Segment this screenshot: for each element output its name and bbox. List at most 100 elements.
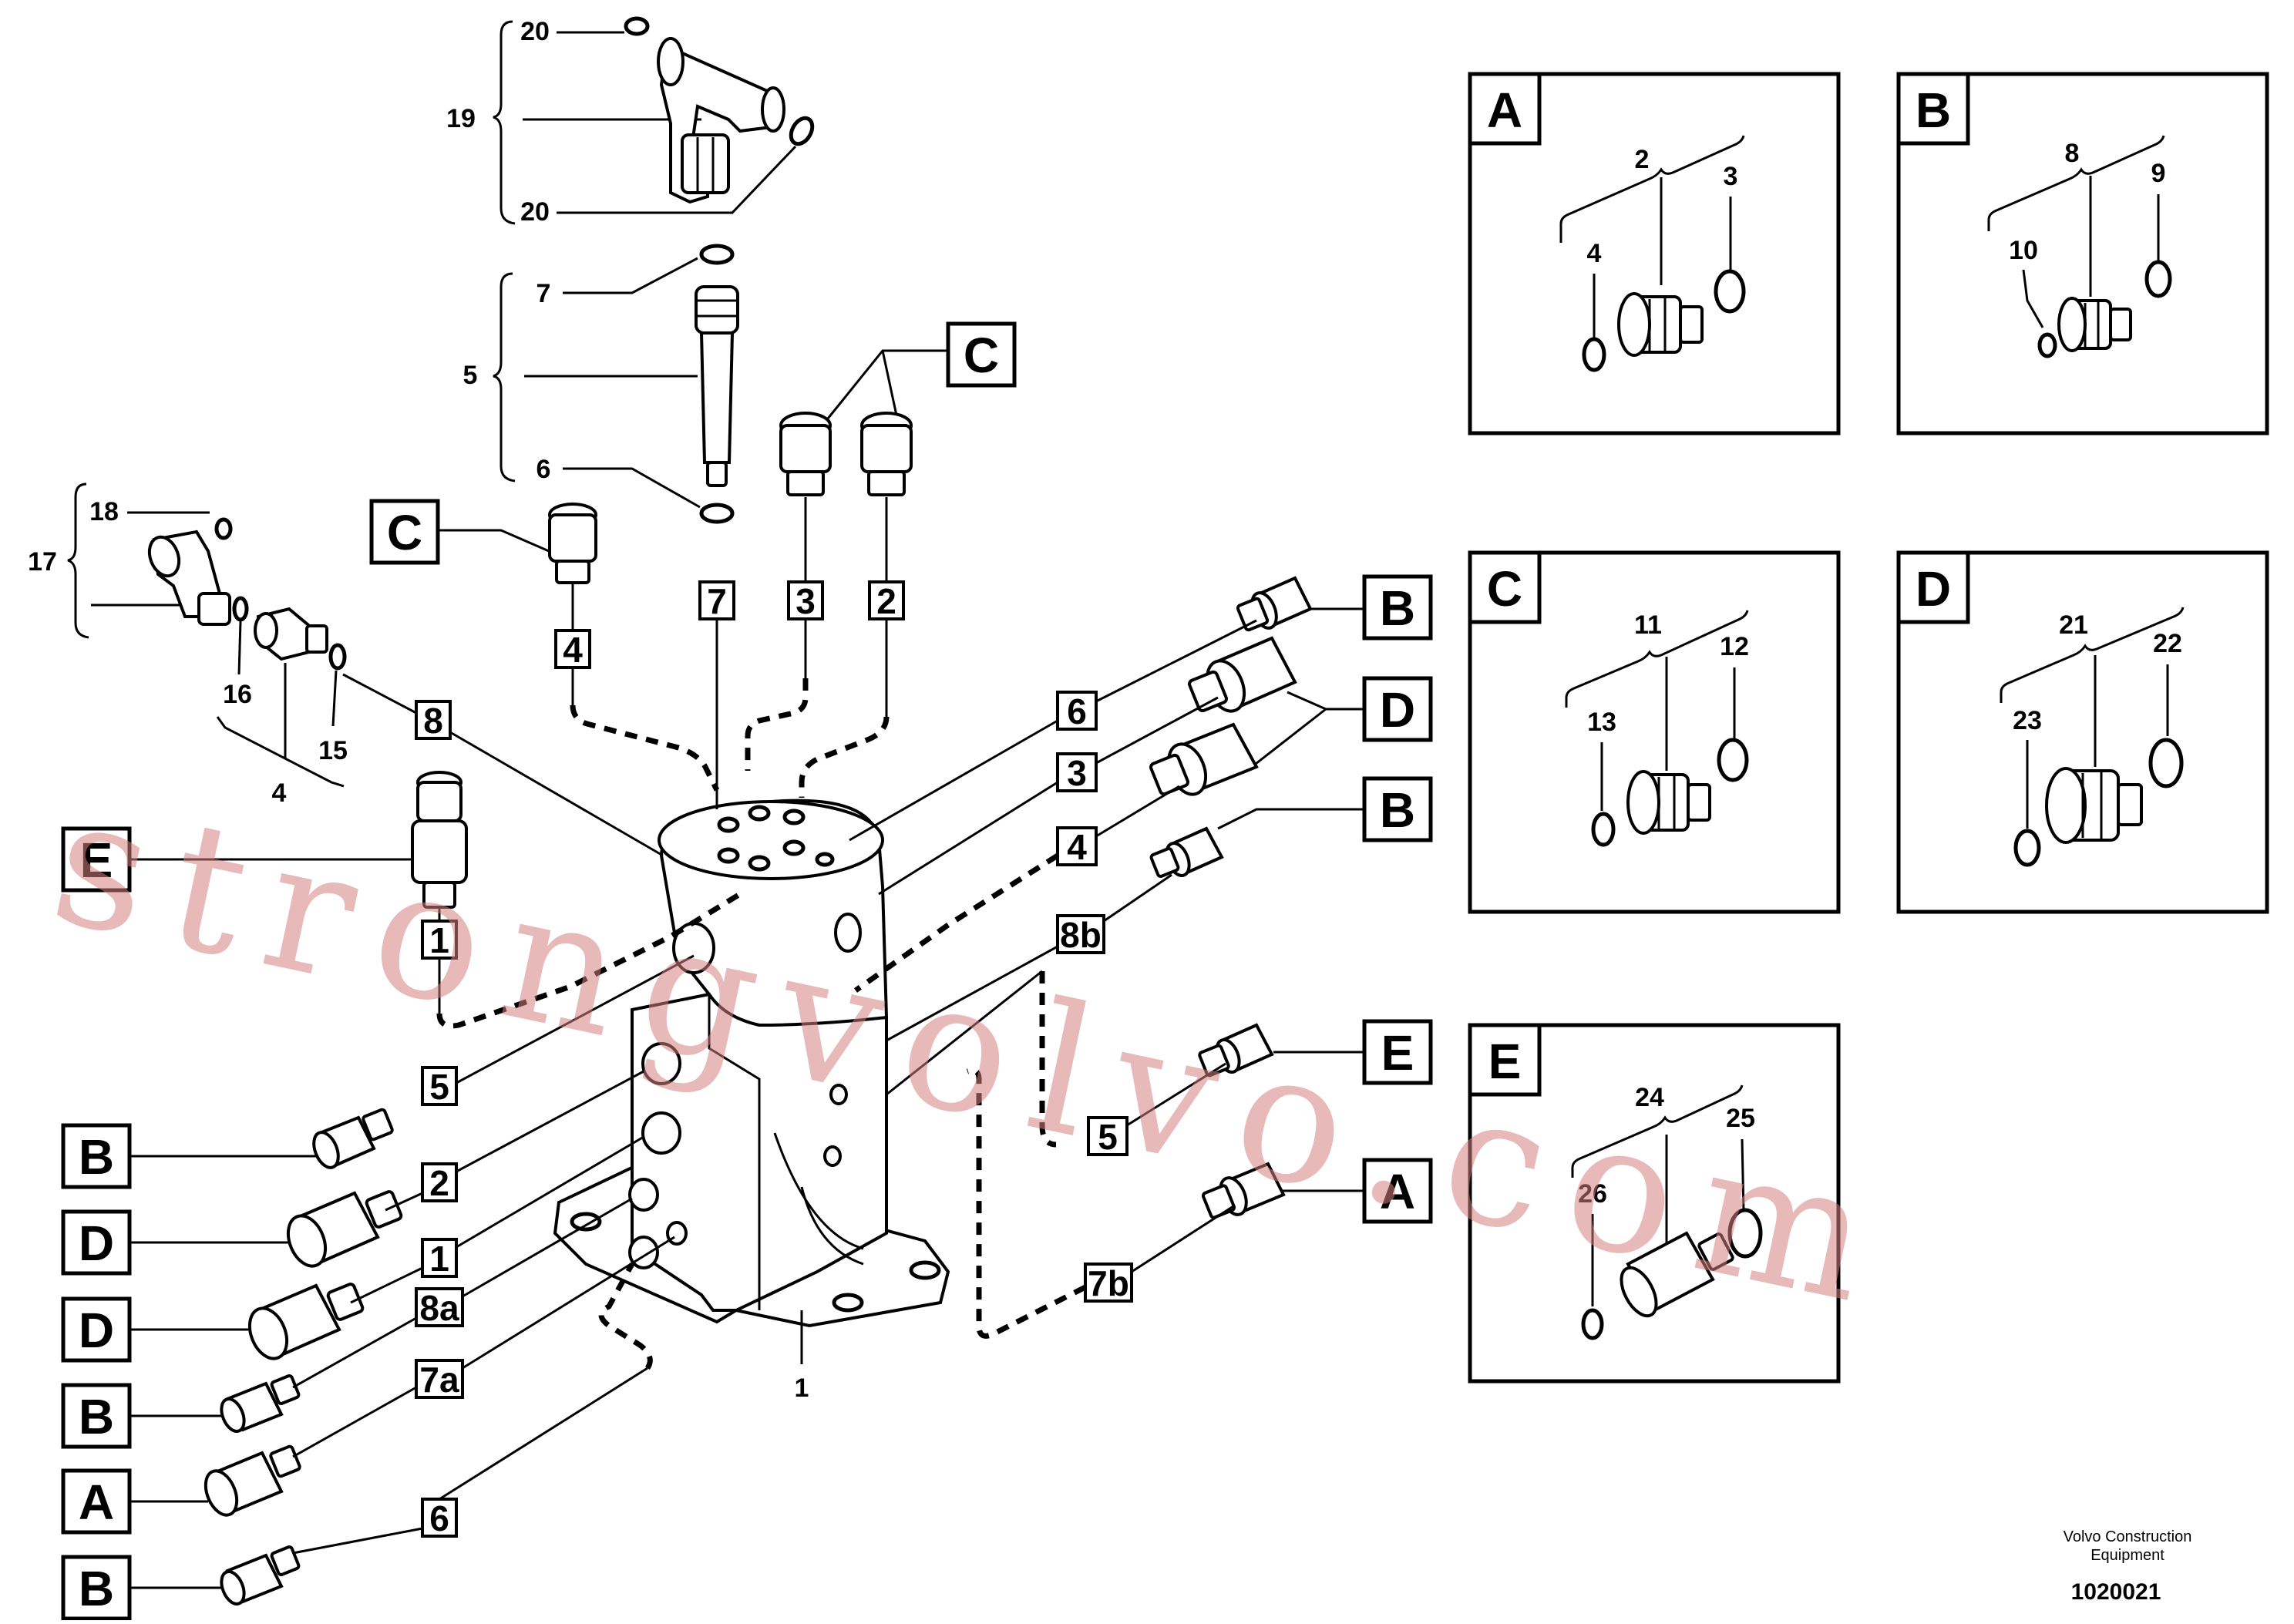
callout-c-top: C (964, 328, 999, 383)
detail-b-oring-large-label: 9 (2151, 159, 2166, 188)
right-b-fitting-1-icon (1236, 576, 1313, 632)
detail-b-letter: B (1916, 82, 1951, 138)
oring-15-label: 15 (318, 736, 348, 765)
detail-d-oring-large-label: 22 (2153, 629, 2182, 658)
right-e-fitting-icon (1198, 1023, 1274, 1078)
left-e-fitting-icon (411, 771, 468, 909)
detail-b-small-oring-icon (2037, 332, 2057, 358)
oring-16-icon (232, 596, 249, 622)
top-c-fitting-left-icon (779, 412, 832, 496)
detail-e-letter: E (1488, 1034, 1522, 1089)
oring-6-icon (699, 503, 735, 524)
port-tag-right-8b: 8b (1060, 915, 1102, 955)
detail-d-large-oring-icon (2148, 738, 2184, 788)
lower-left-fittings: B D D B (61, 1070, 675, 1621)
flange-hole-1 (570, 1212, 602, 1232)
callout-b-left-2: B (79, 1389, 114, 1444)
footer: Volvo Construction Equipment 1020021 (2064, 1528, 2192, 1605)
footer-line1: Volvo Construction (2064, 1528, 2192, 1545)
right-a-fitting-icon (1202, 1162, 1286, 1219)
group-17-label: 17 (28, 547, 57, 577)
left-b-fitting-2-icon (220, 1374, 301, 1433)
left-port-tags: 8 1 5 (415, 700, 742, 1107)
left-a-fitting-icon (204, 1444, 301, 1517)
port-tag-top-3: 3 (796, 581, 816, 621)
callout-c-top-box (946, 321, 1017, 388)
port-tag-left-8: 8 (423, 701, 443, 741)
port-tag-low-7a: 7a (419, 1360, 459, 1400)
tee-fitting-icon (657, 37, 785, 204)
oring-20-top-label: 20 (520, 17, 550, 46)
block-port-2 (641, 1111, 681, 1155)
detail-c-large-oring-icon (1717, 738, 1749, 782)
pipe-group: 5 7 6 (463, 244, 739, 524)
detail-a-letter: A (1487, 82, 1522, 138)
callout-b-right-2: B (1380, 782, 1415, 838)
adapter-4-label: 4 (272, 778, 287, 808)
elbow-group: 17 18 16 15 4 (28, 482, 417, 808)
top-port-tags: 7 3 2 4 (554, 580, 905, 809)
oring-15-icon (328, 643, 347, 671)
detail-panel-d: D 21 22 23 (1896, 550, 2269, 914)
right-d-fitting-2-icon (1149, 722, 1259, 796)
block-port-3 (628, 1178, 659, 1212)
callout-d-left-1: D (79, 1215, 114, 1271)
detail-c-oring-large-label: 12 (1720, 632, 1749, 661)
detail-panel-b: B 8 9 10 (1896, 72, 2269, 435)
right-d-fitting-1-icon (1188, 636, 1297, 713)
top-fitting-group: 19 20 20 (446, 16, 815, 227)
detail-d-letter: D (1916, 561, 1951, 617)
pipe-fitting-icon (695, 285, 739, 487)
port-tag-low-2: 2 (429, 1163, 449, 1203)
detail-a-group-label: 2 (1635, 145, 1650, 174)
rotor-right-port (834, 913, 862, 953)
detail-c-oring-small-label: 13 (1587, 708, 1616, 737)
flange-hole-3 (832, 1293, 864, 1313)
detail-e-large-oring-icon (1727, 1208, 1763, 1259)
detail-a-small-oring-icon (1582, 337, 1606, 372)
flange-hole-2 (909, 1260, 941, 1280)
port-tag-left-1: 1 (429, 920, 449, 960)
port-tag-low-1: 1 (429, 1239, 449, 1279)
port-tag-top-7: 7 (707, 581, 727, 621)
group-19-label: 19 (446, 104, 476, 133)
left-b-fitting-3-icon (220, 1545, 301, 1606)
detail-d-group-label: 21 (2059, 610, 2088, 640)
detail-d-fitting-icon (2045, 767, 2143, 844)
detail-c-small-oring-icon (1591, 812, 1616, 847)
detail-b-fitting-icon (2057, 297, 2132, 352)
oring-7-icon (699, 244, 735, 265)
callout-d-right: D (1380, 682, 1415, 738)
oring-20-bottom-label: 20 (520, 197, 550, 227)
oring-20-bottom-icon (789, 116, 815, 146)
callout-e-left: E (80, 832, 113, 888)
rotor-top-face (658, 800, 884, 880)
detail-d-small-oring-icon (2013, 829, 2041, 867)
oring-6-label: 6 (536, 455, 551, 484)
detail-e-oring-large-label: 25 (1726, 1104, 1755, 1133)
left-b-fitting-1-icon (312, 1108, 394, 1169)
callout-c-left: C (387, 505, 422, 560)
callout-a-left: A (79, 1474, 114, 1530)
document-number: 1020021 (2071, 1579, 2161, 1605)
top-c-fitting-right-icon (860, 412, 913, 496)
adapter-4-icon (254, 607, 328, 661)
footer-line2: Equipment (2090, 1547, 2164, 1564)
oring-18-label: 18 (89, 497, 119, 526)
detail-e-group-label: 24 (1635, 1083, 1664, 1112)
left-c-fitting: C (369, 499, 597, 630)
detail-c-letter: C (1487, 561, 1522, 617)
right-fittings: B D B E (849, 574, 1433, 1339)
callout-c-left-box (369, 499, 440, 565)
left-d-fitting-2-icon (247, 1283, 365, 1360)
block-port-1 (641, 1042, 681, 1085)
body-label: 1 (795, 1374, 809, 1403)
detail-a-large-oring-icon (1714, 269, 1746, 314)
block-port-6 (829, 1084, 848, 1105)
detail-e-fitting-icon (1620, 1231, 1734, 1318)
callout-b-left-1: B (79, 1129, 114, 1185)
right-b-fitting-2-icon (1149, 826, 1224, 878)
detail-panel-a: A 2 3 4 (1468, 72, 1841, 435)
port-tag-right-3: 3 (1067, 753, 1087, 793)
port-tag-right-5: 5 (1098, 1117, 1118, 1157)
